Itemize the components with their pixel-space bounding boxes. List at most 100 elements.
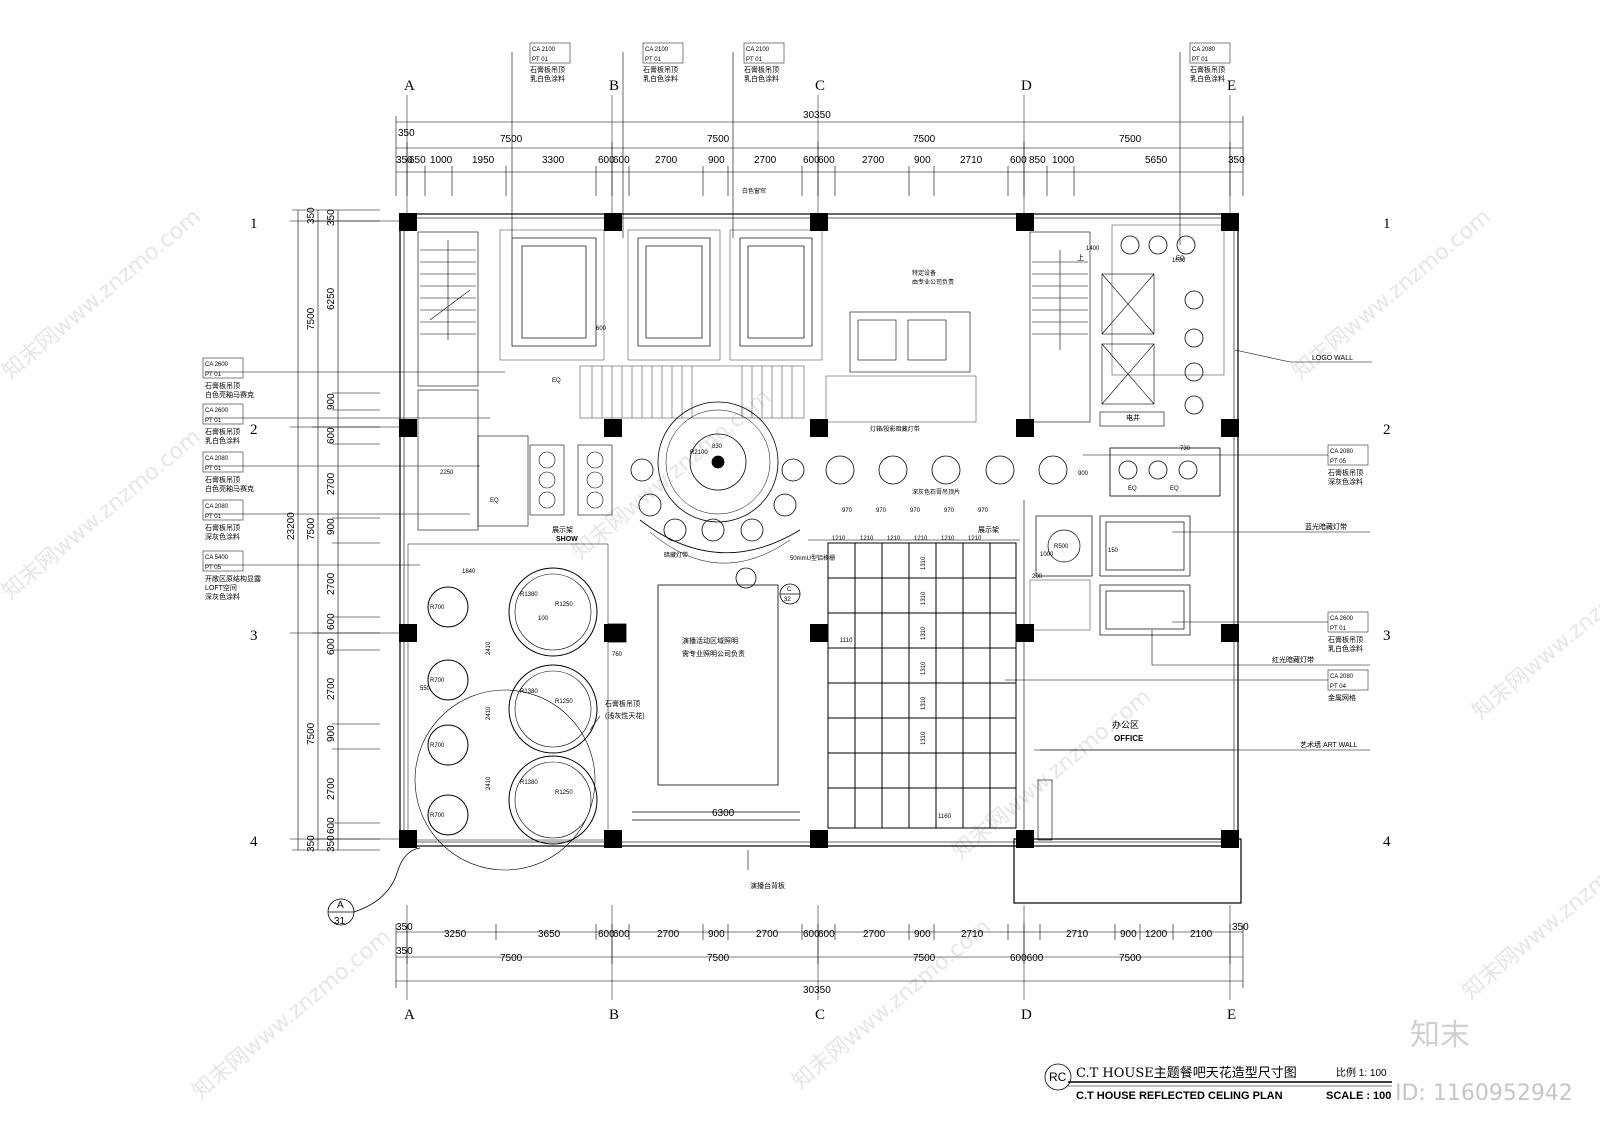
radius-label: R700	[430, 813, 445, 819]
callout-right-1: CA 2080 PT 05 石膏板吊顶 深灰色涂料	[1327, 444, 1369, 486]
show-label-cn: 展示架	[552, 526, 573, 534]
svg-text:600: 600	[326, 427, 337, 444]
svg-text:石膏板吊顶: 石膏板吊顶	[205, 381, 240, 390]
svg-text:PT 05: PT 05	[205, 565, 222, 571]
dim-label: 150	[1108, 548, 1119, 554]
gypsum-note-2: (浅灰性天花)	[605, 711, 645, 720]
svg-text:1000: 1000	[430, 155, 453, 166]
svg-text:3650: 3650	[538, 929, 561, 940]
left-dimension-chain	[292, 209, 380, 851]
svg-text:PT 01: PT 01	[1192, 57, 1209, 63]
svg-text:乳白色涂料: 乳白色涂料	[1328, 644, 1363, 653]
axis-label-right: 2	[1383, 422, 1391, 438]
svg-text:600: 600	[818, 929, 835, 940]
svg-text:2700: 2700	[754, 155, 777, 166]
svg-text:PT 04: PT 04	[1330, 684, 1347, 690]
svg-text:CA 2080: CA 2080	[205, 456, 229, 462]
watermark-text: 知末网www.znzmo.com	[788, 914, 996, 1094]
svg-text:600: 600	[598, 929, 615, 940]
dim-label: 550	[420, 686, 431, 692]
scale-en: SCALE : 100	[1326, 1090, 1391, 1102]
callout-left-4: CA 2080 PT 01 石膏板吊顶 深灰色涂料	[202, 499, 244, 541]
bar-ceiling-strip	[579, 365, 805, 419]
svg-text:600: 600	[326, 613, 337, 630]
axis-label-right: 4	[1383, 834, 1391, 850]
svg-text:600: 600	[326, 817, 337, 834]
svg-text:2410: 2410	[486, 776, 492, 790]
svg-text:白色亮釉马赛克: 白色亮釉马赛克	[205, 390, 254, 399]
section-marker-text: A 31 C 32	[334, 587, 792, 927]
radius-label: R500	[1054, 544, 1069, 550]
svg-text:350: 350	[396, 922, 413, 933]
office-label-en: OFFICE	[1114, 734, 1144, 743]
svg-text:石膏板吊顶: 石膏板吊顶	[205, 427, 240, 436]
svg-text:1950: 1950	[472, 155, 495, 166]
stair-left	[417, 231, 479, 531]
svg-text:1310: 1310	[921, 696, 927, 710]
svg-text:600: 600	[1010, 155, 1027, 166]
svg-text:2700: 2700	[326, 472, 337, 495]
svg-text:乳白色涂料: 乳白色涂料	[1190, 74, 1225, 83]
svg-text:900: 900	[914, 929, 931, 940]
svg-text:石膏板吊顶: 石膏板吊顶	[1190, 65, 1225, 74]
title-block	[1044, 1063, 1392, 1091]
mesh-label: 50mmU型铝格栅	[790, 554, 835, 562]
callout-right-2: CA 2600 PT 01 石膏板吊顶 乳白色涂料	[1327, 611, 1369, 653]
svg-text:乳白色涂料: 乳白色涂料	[643, 74, 678, 83]
title-cn: C.T HOUSE主题餐吧天花造型尺寸图	[1076, 1065, 1297, 1081]
axis-label-bottom: D	[1021, 1007, 1032, 1023]
svg-text:350: 350	[396, 946, 413, 957]
svg-text:7500: 7500	[707, 134, 730, 145]
lamp-note: 灯箱/投影暗藏灯带	[870, 425, 920, 433]
svg-text:31: 31	[334, 916, 346, 927]
svg-text:350: 350	[306, 207, 317, 224]
red-light-label: 红光暗藏灯带	[1272, 655, 1314, 664]
coffered-ceilings	[499, 229, 823, 361]
radius-label: R1380	[520, 689, 538, 695]
dim-label: 760	[612, 652, 623, 658]
bottom-dimension-text: 350 3250 3650 600 600 2700 900 2700 600 …	[396, 922, 1249, 996]
eq-label: EQ	[552, 378, 561, 384]
svg-text:CA 5400: CA 5400	[205, 555, 229, 561]
svg-text:乳白色涂料: 乳白色涂料	[744, 74, 779, 83]
svg-text:乳白色涂料: 乳白色涂料	[530, 74, 565, 83]
svg-text:2410: 2410	[486, 641, 492, 655]
svg-text:石膏板吊顶: 石膏板吊顶	[205, 475, 240, 484]
svg-text:2410: 2410	[486, 706, 492, 720]
dim-label: 1160	[938, 814, 952, 820]
svg-text:1210: 1210	[941, 536, 955, 542]
axis-label-bottom: A	[404, 1007, 415, 1023]
svg-text:3300: 3300	[542, 155, 565, 166]
gypsum-note: 石膏板吊顶	[605, 699, 640, 708]
svg-text:1210: 1210	[914, 536, 928, 542]
svg-text:900: 900	[326, 518, 337, 535]
svg-text:开敞区原结构显露: 开敞区原结构显露	[205, 574, 261, 583]
callout-left-5: CA 5400 PT 05 开敞区原结构显露 LOFT空间 深灰色涂料	[202, 550, 261, 601]
svg-text:PT 01: PT 01	[1330, 626, 1347, 632]
svg-text:深灰色涂料: 深灰色涂料	[205, 532, 240, 541]
structural-columns	[399, 213, 1239, 848]
svg-text:600: 600	[803, 929, 820, 940]
svg-text:PT 01: PT 01	[746, 57, 763, 63]
svg-text:350: 350	[396, 155, 413, 166]
svg-text:350: 350	[1228, 155, 1245, 166]
axis-label-top: B	[609, 78, 619, 94]
spec-note: 特定设备	[912, 269, 936, 277]
eq-label: EQ	[490, 498, 499, 504]
dim-label: 2250	[440, 470, 454, 476]
svg-text:2700: 2700	[863, 929, 886, 940]
axis-label-top: A	[404, 78, 415, 94]
svg-text:2700: 2700	[326, 572, 337, 595]
eq-label: EQ	[1176, 256, 1185, 262]
watermark-brand: 知末	[1410, 1018, 1470, 1053]
axis-label-bottom: E	[1227, 1007, 1236, 1023]
svg-text:2700: 2700	[655, 155, 678, 166]
svg-text:2100: 2100	[1190, 929, 1213, 940]
svg-text:2700: 2700	[326, 677, 337, 700]
axis-label-left: 3	[250, 628, 258, 644]
svg-text:600: 600	[803, 155, 820, 166]
title-en: C.T HOUSE REFLECTED CELING PLAN	[1076, 1090, 1283, 1102]
svg-text:CA 2080: CA 2080	[1330, 449, 1354, 455]
axis-label-top: C	[815, 78, 825, 94]
stage-back-label: 演播台背板	[750, 881, 785, 890]
